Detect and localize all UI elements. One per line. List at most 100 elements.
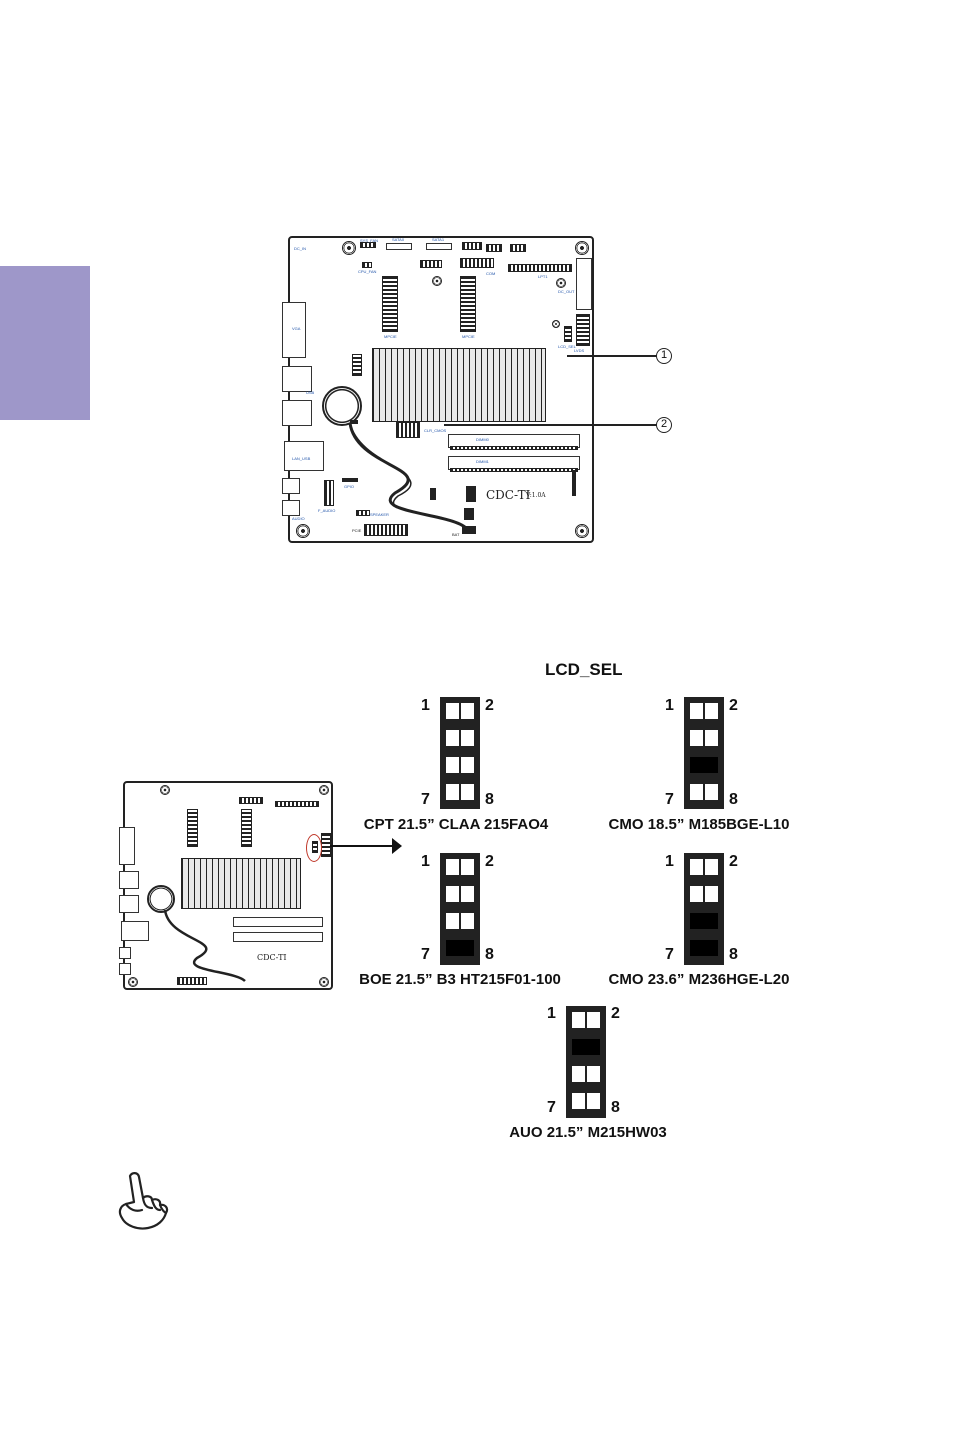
chapter-side-tab	[0, 266, 90, 420]
gpio-jumper	[430, 488, 436, 500]
cpu-heatsink	[372, 348, 546, 422]
pin-pair-shorted	[690, 757, 718, 773]
dimm1-label: DIMM1	[476, 459, 489, 464]
bat-connector	[466, 486, 476, 502]
dc-out-label: DC_OUT	[558, 289, 575, 294]
audio-jack	[282, 478, 300, 494]
pin-label-2: 2	[611, 1005, 620, 1022]
dimm1-slot	[233, 932, 323, 942]
clr-cmos-label: CLR_CMOS	[424, 428, 447, 433]
com-header	[239, 797, 263, 804]
pin-pair	[690, 730, 718, 746]
pin-label-8: 8	[729, 791, 738, 808]
jumper-caption-boe: BOE 21.5” B3 HT215F01-100	[359, 971, 561, 988]
vga-port	[119, 827, 135, 865]
pin-pair	[572, 1066, 600, 1082]
pcie-slot	[177, 977, 207, 985]
pin-label-8: 8	[485, 946, 494, 963]
pin-pair-shorted	[572, 1039, 600, 1055]
speaker-header	[356, 510, 370, 516]
board-model-name-small: CDC-TI	[257, 953, 287, 962]
jumper-caption-cmo-23: CMO 23.6” M236HGE-L20	[608, 971, 790, 988]
dimm0-label: DIMM0	[476, 437, 489, 442]
lvds-label: LVDS	[574, 348, 585, 353]
battery-cable	[348, 422, 468, 531]
pin-label-7: 7	[665, 946, 674, 963]
pin-pair-shorted	[690, 913, 718, 929]
pin-pair	[446, 730, 474, 746]
pin-pair	[572, 1093, 600, 1109]
pin-label-1: 1	[547, 1005, 556, 1022]
pointing-hand-icon	[118, 1172, 169, 1230]
mounting-hole	[128, 977, 138, 987]
pin-pair	[446, 859, 474, 875]
pin-pair-shorted	[690, 940, 718, 956]
pin-pair	[446, 703, 474, 719]
speaker-label: SPEAKER	[370, 512, 389, 517]
motherboard-thumbnail: CDC-TI	[119, 781, 333, 990]
f-audio-label: F_AUDIO	[318, 508, 336, 513]
gpio-label: GPIO	[344, 484, 355, 489]
sata1-label: SATA1	[432, 237, 445, 242]
lcd-sel-jumper-boe	[440, 853, 480, 965]
audio-label: AUDIO	[292, 516, 305, 521]
lcd-sel-title: LCD_SEL	[545, 660, 623, 679]
lcd-sel-label: LCD_SEL	[558, 344, 576, 349]
dimm1-pins	[450, 468, 578, 472]
cmos-battery	[147, 885, 175, 913]
jumper-caption-cpt: CPT 21.5” CLAA 215FAO4	[363, 816, 549, 833]
lan-usb-label: LAN_USB	[292, 456, 311, 461]
usb-label: USB	[306, 390, 315, 395]
lpt-label: LPT1	[538, 274, 548, 279]
pin-pair	[572, 1012, 600, 1028]
pin-label-8: 8	[485, 791, 494, 808]
mpcie-slot	[382, 276, 398, 332]
dc-in-label: DC_IN	[294, 246, 307, 251]
pointer-arrow	[330, 845, 396, 847]
mounting-hole	[575, 241, 589, 255]
mounting-hole	[432, 276, 442, 286]
vga-port	[282, 302, 306, 358]
header-block	[350, 420, 358, 424]
dimm-latch	[572, 470, 576, 496]
mounting-hole	[319, 977, 329, 987]
usb-port	[282, 366, 312, 392]
lan-usb-port	[284, 441, 324, 471]
dimm0-slot	[233, 917, 323, 927]
lpt-header	[275, 801, 319, 807]
mpcie-label: MPCIE	[384, 334, 397, 339]
lvds-connector	[576, 314, 590, 346]
sata0-label: SATA0	[392, 237, 405, 242]
pin-label-8: 8	[611, 1099, 620, 1116]
usb-port	[119, 871, 139, 889]
gpio-jumper	[342, 478, 358, 482]
mpcie-label: MPCIE	[462, 334, 475, 339]
vga-label: VGA	[292, 326, 301, 331]
lcd-sel-jumper-cmo-18	[684, 697, 724, 809]
header-block	[486, 244, 502, 252]
pin-label-2: 2	[485, 853, 494, 870]
pcie-slot	[364, 524, 408, 536]
pin-label-1: 1	[421, 697, 430, 714]
callout-2-leader	[444, 424, 657, 426]
usb-port	[282, 400, 312, 426]
pin-pair	[446, 913, 474, 929]
pin-pair	[690, 703, 718, 719]
sata0-connector	[386, 243, 412, 250]
mpcie-slot	[241, 809, 252, 847]
header-block	[510, 244, 526, 252]
dc-out-connector	[576, 258, 592, 310]
pin-label-7: 7	[665, 791, 674, 808]
pin-label-8: 8	[729, 946, 738, 963]
mounting-hole	[575, 524, 589, 538]
bat-connector	[462, 526, 476, 534]
battery-cable	[163, 909, 246, 983]
sys-fan-header	[360, 242, 376, 248]
jumper-caption-auo: AUO 21.5” M215HW03	[509, 1124, 667, 1141]
pin-label-1: 1	[665, 697, 674, 714]
usb-port	[119, 895, 139, 913]
lpt-header	[508, 264, 572, 272]
motherboard-layout-diagram: DC_IN SYS_FAN CPU_FAN SATA0 SATA1 COM LP…	[282, 236, 594, 543]
f-audio-header	[324, 480, 334, 506]
mounting-hole	[552, 320, 560, 328]
